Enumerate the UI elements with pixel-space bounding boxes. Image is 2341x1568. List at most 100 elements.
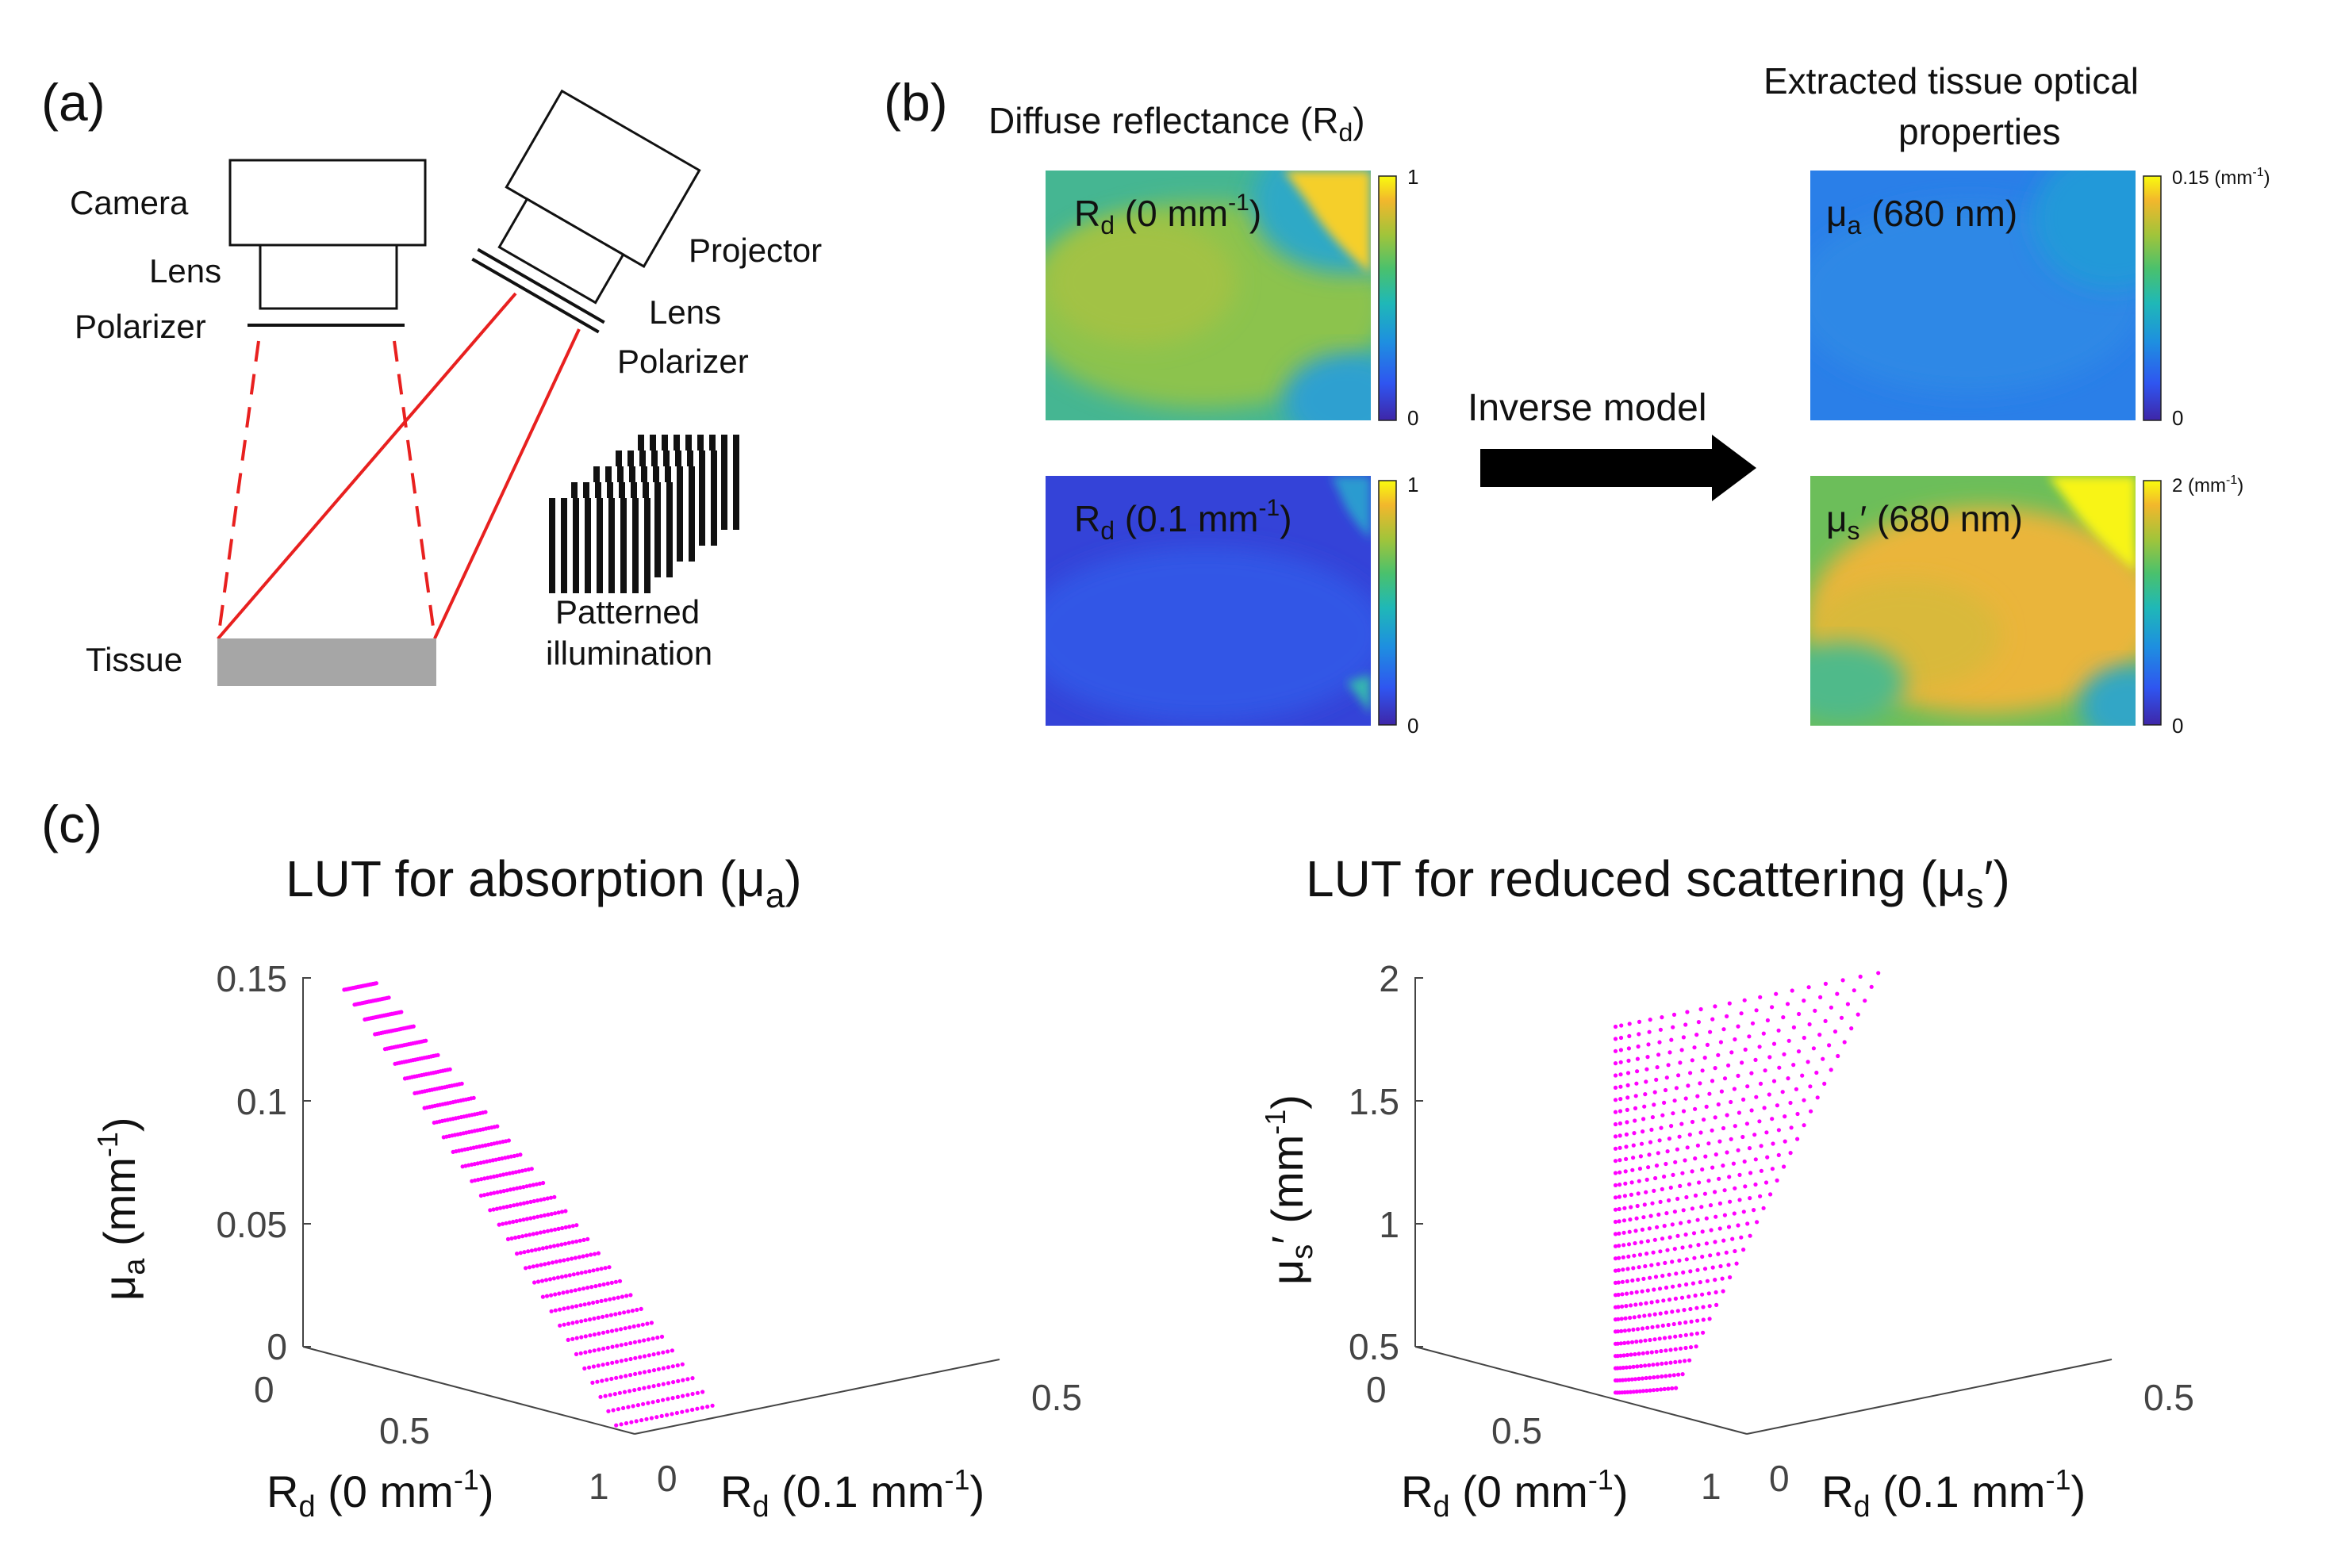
lut-point xyxy=(1758,1081,1763,1086)
lut-point xyxy=(545,1196,550,1201)
lut-point xyxy=(1613,1098,1618,1102)
lut-point xyxy=(1630,1278,1635,1283)
lut-point xyxy=(1802,1035,1806,1041)
lut-point xyxy=(1729,1137,1733,1141)
lut-point xyxy=(1618,1158,1622,1163)
lut-point xyxy=(1818,995,1823,999)
lut-point xyxy=(1625,1095,1630,1100)
lut-point xyxy=(1822,1081,1827,1086)
lut-point xyxy=(1761,1031,1766,1036)
lut-point xyxy=(482,1176,487,1181)
lut-point xyxy=(646,1337,651,1342)
lut-point xyxy=(1758,995,1763,999)
lut-point xyxy=(1637,1389,1642,1394)
lut-point xyxy=(624,1342,628,1347)
lut-point xyxy=(624,1358,628,1363)
extracted-properties-title-line1: Extracted tissue optical xyxy=(1763,60,2139,102)
lut-point xyxy=(566,1240,571,1245)
lut-point xyxy=(1697,1180,1702,1185)
lut-point xyxy=(633,1371,638,1376)
lut-point xyxy=(1618,1035,1624,1041)
z-axis-label: μa (mm-1) xyxy=(91,1117,152,1301)
lut-point xyxy=(1704,1241,1709,1246)
lut-point xyxy=(1636,1327,1641,1332)
lut-point xyxy=(555,1275,561,1280)
lut-point xyxy=(1628,1315,1633,1321)
lut-point xyxy=(674,1410,680,1416)
lut-point xyxy=(522,1250,527,1255)
lut-point xyxy=(559,1210,565,1214)
lut-point xyxy=(1685,1145,1690,1150)
lut-point xyxy=(612,1392,617,1397)
lut-point xyxy=(1633,1118,1637,1123)
lut-point xyxy=(628,1340,633,1346)
lut-point xyxy=(583,1334,588,1339)
lut-point xyxy=(1702,1056,1707,1060)
lut-point xyxy=(1672,1247,1677,1252)
lut-point xyxy=(1681,1035,1686,1040)
lut-point xyxy=(1713,1115,1717,1120)
lut-point xyxy=(1694,1033,1699,1037)
lut-point xyxy=(1663,1260,1667,1265)
lut-point xyxy=(1616,1305,1621,1309)
lut-point xyxy=(1728,1275,1733,1280)
lut-point xyxy=(675,1363,680,1368)
lut-point xyxy=(650,1400,655,1405)
lut-point xyxy=(535,1214,540,1219)
lut-point xyxy=(489,1175,493,1179)
lut-point xyxy=(610,1360,615,1365)
lut-point xyxy=(1658,1199,1663,1204)
y-tick-label: 0.5 xyxy=(1031,1377,1082,1418)
lut-point xyxy=(518,1218,523,1223)
lut-point xyxy=(1618,1109,1623,1114)
lut-point xyxy=(1641,1276,1646,1281)
lut-point xyxy=(1613,1049,1618,1053)
lut-point xyxy=(1673,1160,1678,1164)
x-tick-label: 0 xyxy=(1366,1369,1387,1410)
lut-point xyxy=(1710,1017,1715,1022)
lut-point xyxy=(497,1222,501,1227)
lut-point xyxy=(1722,1188,1727,1193)
lut-point xyxy=(1776,1028,1781,1033)
lut-point xyxy=(1688,1345,1694,1350)
lut-point xyxy=(552,1194,557,1199)
lut-point xyxy=(1661,1298,1666,1303)
lut-point xyxy=(597,1331,601,1336)
lut-point xyxy=(582,1302,587,1307)
lut-point xyxy=(1707,1091,1712,1096)
lut-point xyxy=(681,1378,685,1382)
lut-point xyxy=(1687,1294,1691,1299)
lut-point xyxy=(644,1417,649,1421)
lut-point xyxy=(1795,1111,1800,1117)
lut-point xyxy=(1656,1262,1660,1267)
lut-point xyxy=(483,1110,488,1114)
lut-point xyxy=(1739,1235,1744,1240)
lut-point xyxy=(498,1206,503,1210)
lut-point xyxy=(1664,1348,1668,1353)
lut-point xyxy=(1635,1056,1640,1061)
lut-point xyxy=(1672,1098,1677,1103)
chart-title: LUT for reduced scattering (μs′) xyxy=(1306,850,2010,915)
lut-point xyxy=(1679,1048,1684,1052)
lut-point xyxy=(695,1390,700,1395)
lut-point xyxy=(1664,1075,1669,1080)
lut-point xyxy=(495,1190,500,1194)
lut-point xyxy=(1733,1124,1737,1129)
lut-point xyxy=(475,1161,480,1166)
colorbar-3-min: 0 xyxy=(2172,406,2183,430)
lut-point xyxy=(1770,1005,1775,1010)
lut-point xyxy=(1624,1365,1629,1370)
lut-point xyxy=(1827,1043,1832,1048)
lut-point xyxy=(1733,1248,1737,1254)
lut-point xyxy=(1623,1316,1628,1321)
lut-point xyxy=(647,1385,651,1390)
lut-point xyxy=(556,1210,561,1215)
lut-point xyxy=(1646,1042,1651,1047)
lut-point xyxy=(538,1230,543,1235)
lut-point xyxy=(1807,1022,1812,1027)
lut-point xyxy=(1725,1014,1729,1018)
z-tick-label: 2 xyxy=(1379,958,1399,999)
lut-point xyxy=(1733,1186,1737,1190)
lut-point xyxy=(640,1322,645,1327)
lut-point xyxy=(646,1401,650,1405)
